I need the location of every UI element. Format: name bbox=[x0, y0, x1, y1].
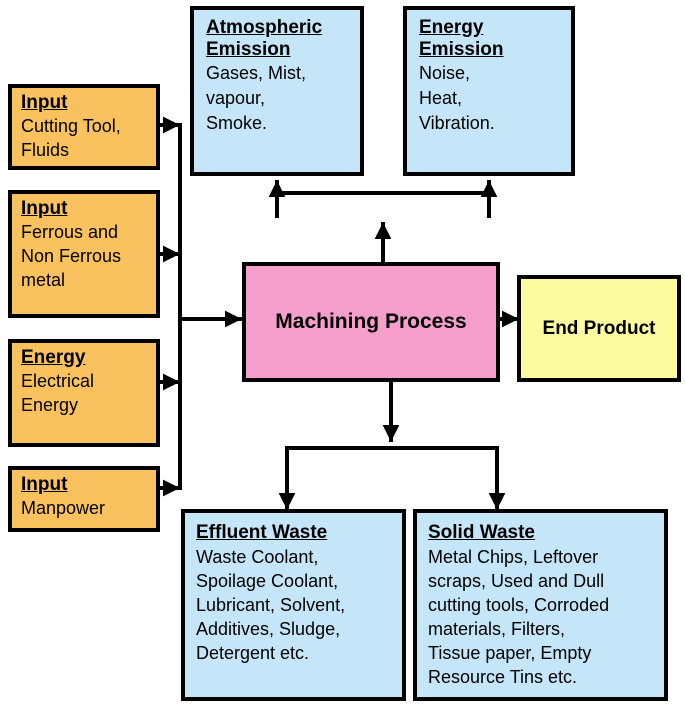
product-label: End Product bbox=[542, 317, 656, 339]
waste-line: Metal Chips, Leftover bbox=[428, 547, 599, 567]
input-line: Electrical bbox=[21, 371, 95, 391]
effluent-waste-box: Effluent Waste Waste Coolant, Spoilage C… bbox=[181, 509, 406, 701]
waste-title: Effluent Waste bbox=[196, 522, 328, 543]
waste-title: Solid Waste bbox=[428, 522, 535, 543]
input-line: Manpower bbox=[21, 498, 106, 518]
input-line: Energy bbox=[21, 395, 79, 415]
waste-line: Resource Tins etc. bbox=[428, 667, 578, 687]
input-box-metal: Input Ferrous and Non Ferrous metal bbox=[8, 190, 160, 318]
input-line: metal bbox=[21, 270, 66, 290]
machining-process-box: Machining Process bbox=[242, 262, 500, 382]
waste-line: materials, Filters, bbox=[428, 619, 566, 639]
process-label: Machining Process bbox=[275, 310, 467, 333]
input-title: Input bbox=[21, 474, 68, 495]
waste-line: Detergent etc. bbox=[196, 643, 310, 663]
solid-waste-box: Solid Waste Metal Chips, Leftover scraps… bbox=[413, 509, 668, 701]
waste-line: Additives, Sludge, bbox=[196, 619, 341, 639]
input-box-manpower: Input Manpower bbox=[8, 466, 160, 532]
input-line: Cutting Tool, bbox=[21, 116, 121, 136]
waste-line: cutting tools, Corroded bbox=[428, 595, 610, 615]
input-title: Input bbox=[21, 92, 68, 113]
waste-line: Tissue paper, Empty bbox=[428, 643, 592, 663]
emission-branch-line bbox=[275, 191, 491, 218]
emission-line: Noise, bbox=[419, 63, 471, 83]
emission-title: Emission bbox=[206, 39, 291, 60]
atmospheric-emission-box: Atmospheric Emission Gases, Mist, vapour… bbox=[190, 6, 364, 176]
input-title: Energy bbox=[21, 347, 86, 368]
waste-line: Spoilage Coolant, bbox=[196, 571, 339, 591]
emission-line: Vibration. bbox=[419, 113, 495, 133]
waste-line: scraps, Used and Dull bbox=[428, 571, 605, 591]
input-title: Input bbox=[21, 198, 68, 219]
emission-title: Atmospheric bbox=[206, 17, 323, 38]
emission-title: Energy bbox=[419, 17, 484, 38]
emission-title: Emission bbox=[419, 39, 504, 60]
waste-branch-line bbox=[285, 446, 499, 492]
input-line: Fluids bbox=[21, 140, 70, 160]
input-box-energy: Energy Electrical Energy bbox=[8, 339, 160, 447]
emission-line: Smoke. bbox=[206, 113, 268, 133]
waste-line: Waste Coolant, bbox=[196, 547, 319, 567]
input-line: Ferrous and bbox=[21, 222, 119, 242]
emission-line: vapour, bbox=[206, 88, 266, 108]
emission-line: Gases, Mist, bbox=[206, 63, 307, 83]
input-box-cutting-tool: Input Cutting Tool, Fluids bbox=[8, 84, 160, 170]
emission-line: Heat, bbox=[419, 88, 463, 108]
waste-line: Lubricant, Solvent, bbox=[196, 595, 346, 615]
input-line: Non Ferrous bbox=[21, 246, 122, 266]
energy-emission-box: Energy Emission Noise, Heat, Vibration. bbox=[403, 6, 575, 176]
end-product-box: End Product bbox=[517, 275, 681, 382]
